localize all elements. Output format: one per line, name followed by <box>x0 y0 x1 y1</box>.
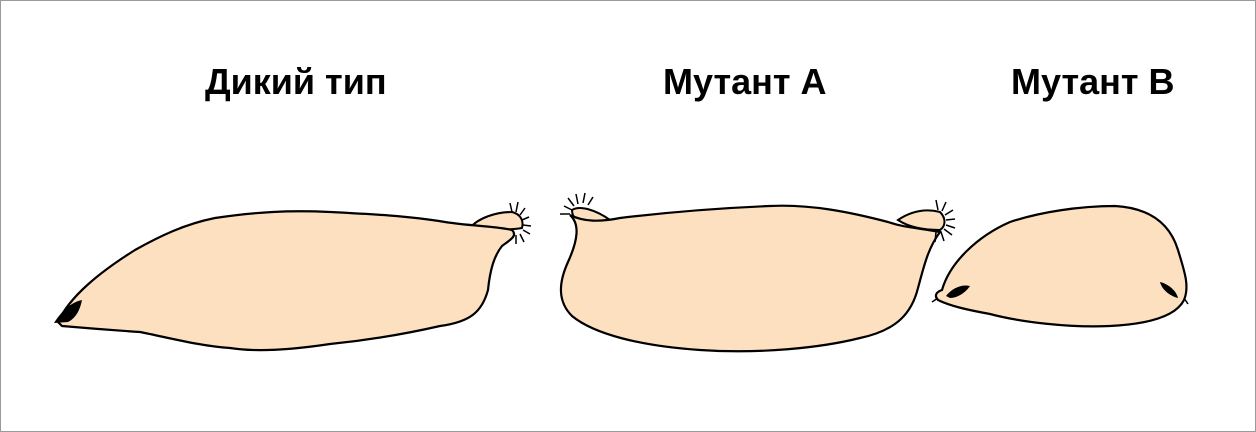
wild-type-body <box>58 211 514 350</box>
mutant-a-body <box>561 206 940 352</box>
mutant-a-larva <box>560 193 955 351</box>
mutant-b-body <box>936 206 1187 326</box>
mutant-b-larva <box>932 206 1188 326</box>
wild-type-larva <box>54 202 531 350</box>
